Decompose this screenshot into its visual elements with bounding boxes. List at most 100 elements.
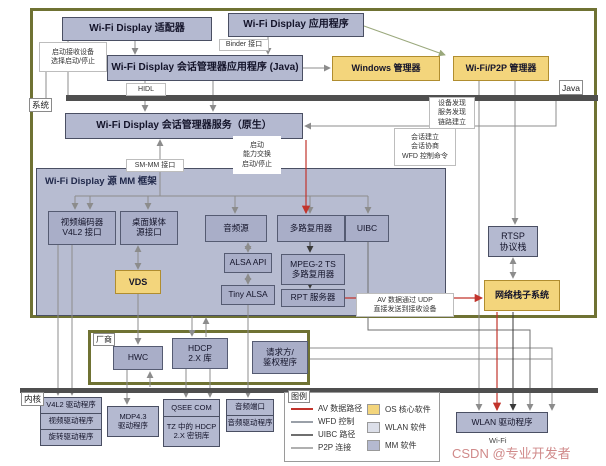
av-path-line-swatch: [291, 407, 313, 410]
legend-item-uibc-path: UIBC 路径: [291, 428, 362, 441]
wifi-p2p-manager-box: Wi-Fi/P2P 管理器: [453, 56, 549, 81]
os-core-label: OS 核心软件: [385, 404, 431, 414]
uibc-path-label: UIBC 路径: [318, 430, 356, 439]
video-driver-label: 视频驱动程序: [48, 416, 94, 426]
muxer-label: 多路复用器: [289, 222, 333, 233]
system-layer-label: 系统: [29, 98, 53, 112]
rtsp-stack-label: RTSP 协议栈: [499, 231, 527, 252]
audio-source-label: 音频源: [223, 222, 249, 233]
tiny-alsa-box: Tiny ALSA: [221, 285, 275, 305]
wlan-software-swatch: [367, 421, 380, 433]
wlan-driver-label: WLAN 驱动程序: [471, 416, 533, 427]
legend-item-mm-software: MM 软件: [367, 436, 431, 454]
av-path-label: AV 数据路径: [318, 404, 363, 413]
video-encoder-label: 视频编码器 V4L2 接口: [60, 217, 104, 237]
muxer-box: 多路复用器: [277, 215, 345, 242]
start-sink-note: 启动接收设备 选择启动/停止: [39, 42, 107, 72]
tiny-alsa-label: Tiny ALSA: [228, 289, 268, 300]
alsa-api-label: ALSA API: [229, 257, 267, 268]
wifi-p2p-manager-label: Wi-Fi/P2P 管理器: [465, 63, 537, 74]
vendor-label: 厂商: [93, 333, 115, 346]
vds-box: VDS: [115, 270, 161, 294]
session-control-note: 会话建立 会话协商 WFD 控制命令: [394, 128, 456, 166]
vendor-frame: [88, 330, 310, 385]
sm-mm-interface-note: SM-MM 接口: [126, 159, 184, 172]
requester-authenticator-box: 请求方/ 鉴权程序: [252, 341, 308, 374]
uibc-path-lines: [367, 242, 534, 411]
java-system-separator-bar: [66, 95, 598, 101]
discovery-note: 设备发现 服务发现 链路建立: [429, 97, 475, 129]
hwc-label: HWC: [127, 352, 149, 363]
session-manager-service-box: Wi-Fi Display 会话管理器服务（原生）: [65, 113, 303, 139]
wifi-display-app-label: Wi-Fi Display 应用程序: [243, 19, 349, 31]
os-core-swatch: [367, 403, 380, 415]
video-driver-box: 视频驱动程序: [40, 413, 102, 430]
qseecom-label: QSEE COM: [171, 402, 212, 412]
rotator-driver-box: 旋转驱动程序: [40, 429, 102, 446]
wifi-label: Wi-Fi: [489, 436, 507, 445]
legend-line-items: AV 数据路径 WFD 控制 UIBC 路径 P2P 连接: [291, 402, 362, 454]
csdn-watermark: CSDN @专业开发者: [452, 446, 571, 461]
mm-software-label: MM 软件: [385, 440, 417, 450]
mpeg2-ts-muxer-label: MPEG-2 TS 多路复用器: [290, 258, 336, 279]
mdp-driver-label: MDP4.3 驱动程序: [118, 411, 148, 430]
alsa-api-box: ALSA API: [224, 253, 272, 273]
tz-hdcp-keystore-box: TZ 中的 HDCP 2.X 密钥库: [163, 416, 220, 447]
legend-item-wfd-control: WFD 控制: [291, 415, 362, 428]
requester-authenticator-label: 请求方/ 鉴权程序: [262, 346, 297, 367]
wifi-display-app-box: Wi-Fi Display 应用程序: [228, 13, 364, 37]
uibc-box: UIBC: [345, 215, 389, 242]
p2p-connection-label: P2P 连接: [318, 443, 352, 452]
audio-source-box: 音频源: [205, 215, 267, 242]
legend-title: 图例: [288, 390, 310, 403]
p2p-line-swatch: [291, 446, 313, 449]
binder-interface-note: Binder 接口: [219, 39, 269, 51]
wlan-software-label: WLAN 软件: [385, 422, 427, 432]
legend-swatch-items: OS 核心软件 WLAN 软件 MM 软件: [367, 400, 431, 454]
uibc-path-line-swatch: [291, 433, 313, 436]
tz-hdcp-keystore-label: TZ 中的 HDCP 2.X 密钥库: [166, 421, 217, 440]
session-manager-service-label: Wi-Fi Display 会话管理器服务（原生）: [96, 120, 272, 132]
kernel-label: 内核: [21, 392, 45, 406]
legend-item-wlan-software: WLAN 软件: [367, 418, 431, 436]
hdcp-lib-label: HDCP 2.X 库: [187, 342, 213, 363]
audio-port-box: 音频端口: [226, 399, 274, 416]
hidl-note: HIDL: [126, 83, 166, 96]
p2p-connection-line: [363, 25, 446, 57]
legend-box: AV 数据路径 WFD 控制 UIBC 路径 P2P 连接 OS 核心软件: [284, 392, 440, 462]
wifi-display-adapter-label: Wi-Fi Display 适配器: [89, 23, 185, 35]
wfd-control-label: WFD 控制: [318, 417, 355, 426]
wfd-control-lines: [42, 37, 557, 411]
windows-manager-label: Windows 管理器: [351, 63, 421, 74]
network-stack-box: 网络栈子系统: [484, 280, 560, 311]
audio-port-label: 音频端口: [235, 402, 265, 412]
java-system-frame: [30, 8, 597, 318]
udp-note: AV 数据通过 UDP 直接发送到接收设备: [356, 293, 454, 317]
desktop-media-label: 桌面媒体 源接口: [131, 217, 166, 237]
mm-software-swatch: [367, 439, 380, 451]
rtp-server-label: RPT 服务器: [290, 292, 336, 303]
mdp-driver-box: MDP4.3 驱动程序: [107, 406, 159, 437]
vds-label: VDS: [128, 276, 148, 287]
uibc-label: UIBC: [356, 222, 378, 233]
session-manager-app-box: Wi-Fi Display 会话管理器应用程序 (Java): [107, 55, 303, 81]
wifi-display-adapter-box: Wi-Fi Display 适配器: [62, 17, 212, 41]
session-manager-app-label: Wi-Fi Display 会话管理器应用程序 (Java): [111, 62, 299, 74]
v4l2-driver-box: V4L2 驱动程序: [40, 397, 102, 414]
audio-driver-box: 音频驱动程序: [226, 415, 274, 432]
legend-item-os-core: OS 核心软件: [367, 400, 431, 418]
v4l2-driver-label: V4L2 驱动程序: [46, 400, 96, 410]
audio-driver-label: 音频驱动程序: [227, 418, 273, 428]
java-layer-label: Java: [559, 80, 583, 95]
mm-framework-title: Wi-Fi Display 源 MM 框架: [45, 176, 157, 187]
qseecom-box: QSEE COM: [163, 399, 220, 417]
hdcp-lib-box: HDCP 2.X 库: [172, 338, 228, 369]
desktop-media-box: 桌面媒体 源接口: [120, 211, 178, 245]
rotator-driver-label: 旋转驱动程序: [48, 432, 94, 442]
legend-item-p2p-connection: P2P 连接: [291, 441, 362, 454]
windows-manager-box: Windows 管理器: [332, 56, 440, 81]
hwc-box: HWC: [113, 346, 163, 370]
network-stack-label: 网络栈子系统: [494, 290, 549, 301]
wlan-driver-box: WLAN 驱动程序: [456, 412, 548, 433]
